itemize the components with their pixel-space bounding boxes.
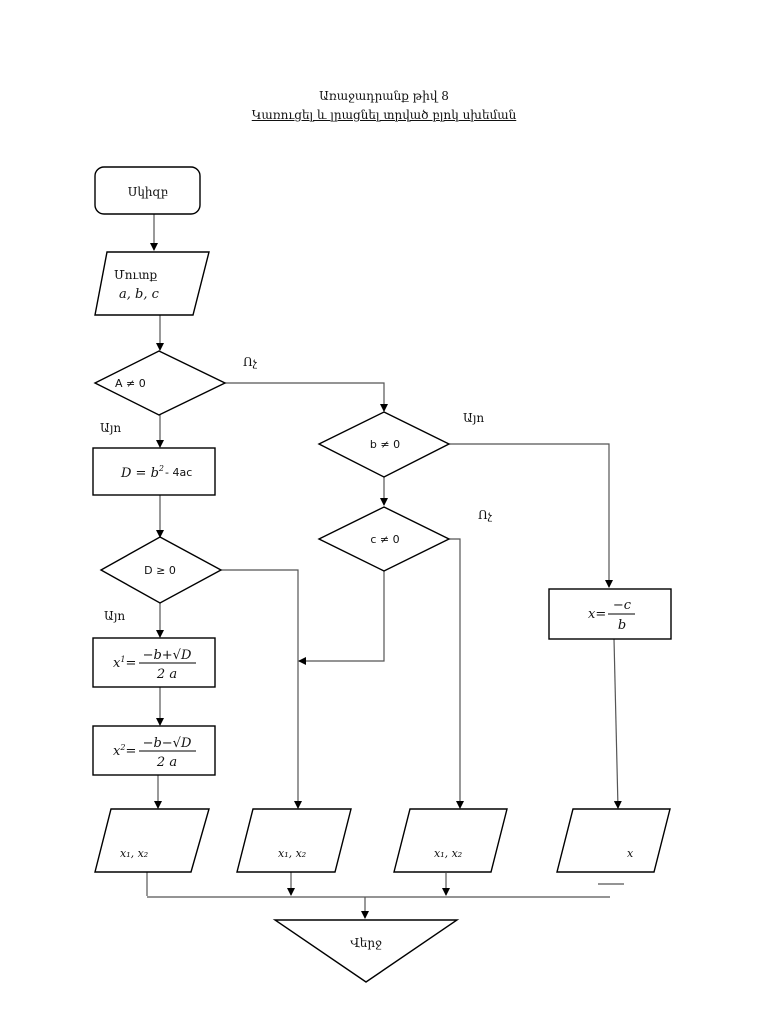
end-label: Վերջ <box>350 936 382 950</box>
output-1-label: x₁, x₂ <box>120 847 148 860</box>
discriminant-node: D = b2 - 4ac <box>92 447 216 496</box>
output-4-label: x <box>627 847 634 860</box>
decision-d-node: D ≥ 0 <box>99 536 223 604</box>
output-3-label: x₁, x₂ <box>434 847 462 860</box>
x2-numerator: −b−√D <box>143 736 192 751</box>
output-node-3: x₁, x₂ <box>393 808 508 873</box>
arrow-condd-out2 <box>221 569 302 809</box>
arrow-xc-out4 <box>613 638 622 809</box>
decision-c-node: c ≠ 0 <box>317 506 451 572</box>
svg-text:D = b2: D = b2 <box>120 464 164 481</box>
arrow-condc-out3 <box>449 538 464 809</box>
label-yes-d: Այո <box>104 609 125 623</box>
disc-lhs: D = b <box>120 466 159 481</box>
input-label: Մուտք <box>114 268 158 282</box>
decision-b-label: b ≠ 0 <box>370 438 400 451</box>
connectors <box>146 214 624 919</box>
arrow-condb-xc <box>449 443 613 588</box>
decision-d-label: D ≥ 0 <box>144 564 176 577</box>
start-node: Սկիզբ <box>94 166 201 215</box>
svg-text:x1=: x1= <box>113 655 136 671</box>
page-title: Առաջադրանք թիվ 8 <box>319 89 449 103</box>
end-node: Վերջ <box>272 919 460 983</box>
decision-c-label: c ≠ 0 <box>370 533 399 546</box>
x2-denominator: 2 a <box>156 755 177 770</box>
label-yes-b: Այո <box>463 411 484 425</box>
page-subtitle: Կառուցել և լրացնել տրված բլոկ սխեման <box>251 108 517 122</box>
xc-lhs: x= <box>588 607 606 622</box>
output-node-2: x₁, x₂ <box>236 808 352 873</box>
svg-text:x2=: x2= <box>113 743 136 759</box>
xc-denominator: b <box>618 618 626 633</box>
disc-rhs: - 4ac <box>165 466 192 479</box>
label-no-c: Ոչ <box>478 508 493 522</box>
output-node-4: x <box>556 808 671 873</box>
decision-b-node: b ≠ 0 <box>317 411 451 478</box>
x1-denominator: 2 a <box>156 667 177 682</box>
start-label: Սկիզբ <box>128 185 168 199</box>
x-linear-node: x= −c b <box>548 588 672 640</box>
arrow-conda-condb <box>225 382 388 412</box>
output-2-label: x₁, x₂ <box>278 847 306 860</box>
x2-node: x2= −b−√D 2 a <box>92 725 216 776</box>
input-node: Մուտք a, b, c <box>94 251 210 316</box>
x2-sup: 2 <box>119 743 125 752</box>
arrow-condc-join <box>298 571 385 665</box>
x1-sup: 1 <box>120 655 125 664</box>
label-yes-a: Այո <box>100 421 121 435</box>
label-no-a: Ոչ <box>243 355 258 369</box>
xc-numerator: −c <box>613 598 632 613</box>
output-node-1: x₁, x₂ <box>94 808 210 873</box>
decision-a-label: A ≠ 0 <box>115 377 146 390</box>
decision-a-node: A ≠ 0 <box>93 350 227 416</box>
disc-exp: 2 <box>158 464 164 473</box>
x1-lhs: x <box>113 656 121 671</box>
x1-node: x1= −b+√D 2 a <box>92 637 216 688</box>
x1-numerator: −b+√D <box>143 648 192 663</box>
x2-lhs: x <box>113 744 121 759</box>
input-vars: a, b, c <box>119 287 160 302</box>
